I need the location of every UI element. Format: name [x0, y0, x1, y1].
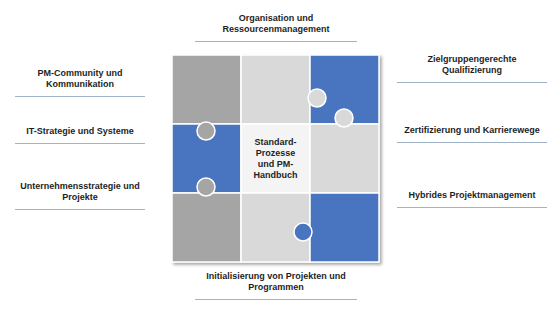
topic-label-underlined: IT-Strategie und Systeme — [15, 126, 145, 144]
topic-label: IT-Strategie und Systeme — [15, 126, 145, 137]
topic-label: Organisation und Ressourcenmanagement — [195, 13, 357, 35]
puzzle-knob — [335, 109, 353, 127]
topic-label-underlined: Zertifizierung und Karrierewege — [397, 125, 547, 143]
topic-label-underlined: Unternehmensstrategie und Projekte — [15, 181, 145, 210]
topic-label-underlined: Initialisierung von Projekten und Progra… — [195, 271, 357, 300]
topic-label-underlined: Zielgruppengerechte Qualifizierung — [397, 54, 547, 83]
topic-label: Initialisierung von Projekten und Progra… — [195, 271, 357, 293]
puzzle-knob — [308, 89, 326, 107]
puzzle-piece — [310, 124, 379, 193]
topic-label: Zielgruppengerechte Qualifizierung — [397, 54, 547, 76]
puzzle-knob — [294, 223, 312, 241]
topic-label: Zertifizierung und Karrierewege — [397, 125, 547, 136]
puzzle-piece — [172, 55, 241, 124]
topic-label-underlined: Hybrides Projektmanagement — [397, 190, 547, 208]
topic-label-underlined: PM-Community und Kommunikation — [15, 68, 145, 97]
puzzle-piece — [241, 55, 310, 124]
puzzle-piece — [241, 124, 310, 193]
topic-label: Unternehmensstrategie und Projekte — [15, 181, 145, 203]
puzzle-knob — [197, 122, 215, 140]
puzzle-knob — [197, 178, 215, 196]
puzzle-center-piece: Standard-Prozesse und PM-Handbuch — [241, 124, 310, 193]
puzzle-piece — [310, 193, 379, 262]
center-text: Standard-Prozesse und PM-Handbuch — [247, 137, 305, 181]
topic-label: Hybrides Projektmanagement — [397, 190, 547, 201]
puzzle-piece — [172, 193, 241, 262]
topic-label: PM-Community und Kommunikation — [15, 68, 145, 90]
topic-label-underlined: Organisation und Ressourcenmanagement — [195, 13, 357, 42]
